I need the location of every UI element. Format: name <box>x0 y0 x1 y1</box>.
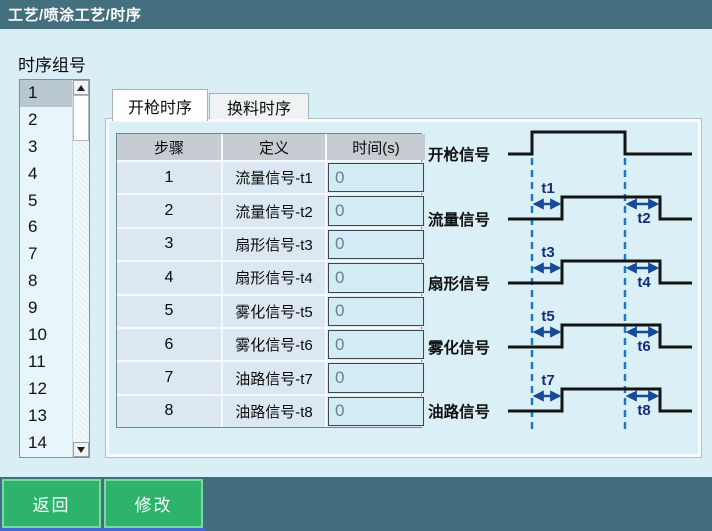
definition-cell: 扇形信号-t3 <box>223 228 325 261</box>
column-header-definition: 定义 <box>223 134 325 160</box>
column-header-step: 步骤 <box>117 134 221 160</box>
time-input-t4[interactable] <box>328 263 424 293</box>
listbox-scrollbar[interactable] <box>72 80 89 457</box>
time-cell <box>327 295 425 327</box>
step-cell: 6 <box>117 328 221 361</box>
modify-button[interactable]: 修改 <box>104 479 203 528</box>
back-button[interactable]: 返回 <box>2 479 101 528</box>
timing-group-listbox: 1 2 3 4 5 6 7 8 9 10 11 12 13 14 <box>19 79 90 458</box>
list-item[interactable]: 3 <box>28 136 38 156</box>
bottom-bar: 返回 修改 <box>0 477 712 531</box>
definition-cell: 油路信号-t8 <box>223 395 325 428</box>
list-item[interactable]: 14 <box>28 432 47 452</box>
signal-label-atomization: 雾化信号 <box>427 338 490 357</box>
signal-waveform <box>508 195 692 221</box>
tab-gun-timing[interactable]: 开枪时序 <box>112 89 208 121</box>
list-item[interactable]: 1 <box>20 80 72 107</box>
list-item[interactable]: 2 <box>28 109 38 129</box>
step-cell: 7 <box>117 362 221 394</box>
list-item[interactable]: 12 <box>28 378 47 398</box>
list-item[interactable]: 10 <box>28 325 47 345</box>
timing-diagram: 开枪信号 流量信号 扇形信号 雾化信号 油路信号 t1 t2 t3 t4 t5 … <box>427 130 692 431</box>
definition-cell: 流量信号-t1 <box>223 162 325 194</box>
definition-cell: 流量信号-t2 <box>223 195 325 227</box>
t7-label: t7 <box>541 372 554 389</box>
list-item[interactable]: 7 <box>28 244 38 264</box>
signal-label-fan: 扇形信号 <box>428 274 490 293</box>
t3-label: t3 <box>541 244 554 261</box>
scrollbar-thumb[interactable] <box>73 95 89 141</box>
gun-signal-waveform <box>508 130 692 156</box>
step-cell: 8 <box>117 395 221 428</box>
signal-waveform <box>508 259 692 285</box>
time-input-t2[interactable] <box>328 196 424 226</box>
definition-cell: 雾化信号-t5 <box>223 295 325 327</box>
signal-label-oil: 油路信号 <box>428 402 490 421</box>
time-cell <box>327 262 425 294</box>
list-item[interactable]: 11 <box>28 351 46 371</box>
definition-cell: 扇形信号-t4 <box>223 262 325 294</box>
step-cell: 3 <box>117 228 221 261</box>
breadcrumb: 工艺/喷涂工艺/时序 <box>8 7 142 24</box>
time-input-t1[interactable] <box>328 163 424 193</box>
t4-label: t4 <box>637 274 651 291</box>
time-input-t7[interactable] <box>328 363 424 393</box>
time-cell <box>327 328 425 361</box>
definition-cell: 雾化信号-t6 <box>223 328 325 361</box>
signal-waveform <box>508 387 692 413</box>
t8-label: t8 <box>637 402 650 419</box>
timing-group-list: 1 2 3 4 5 6 7 8 9 10 11 12 13 14 <box>20 80 72 457</box>
column-header-time: 时间(s) <box>327 134 425 160</box>
step-cell: 1 <box>117 162 221 194</box>
triangle-down-icon <box>77 446 85 453</box>
triangle-up-icon <box>77 84 85 91</box>
step-cell: 5 <box>117 295 221 327</box>
t6-label: t6 <box>637 338 650 355</box>
list-item[interactable]: 9 <box>28 298 38 318</box>
list-item[interactable]: 13 <box>28 405 47 425</box>
waveform-layer <box>508 130 692 431</box>
t5-label: t5 <box>541 308 554 325</box>
time-input-t3[interactable] <box>328 229 424 260</box>
scroll-down-button[interactable] <box>73 442 89 457</box>
tab-material-change-timing[interactable]: 换料时序 <box>209 93 309 119</box>
definition-cell: 油路信号-t7 <box>223 362 325 394</box>
list-item[interactable]: 6 <box>28 217 38 237</box>
timing-table: 步骤 定义 时间(s) 1 流量信号-t1 2 流量信号-t2 3 扇形信号-t… <box>116 133 425 429</box>
list-item[interactable]: 4 <box>28 163 38 183</box>
time-cell <box>327 228 425 261</box>
signal-label-flow: 流量信号 <box>428 210 490 229</box>
time-input-t8[interactable] <box>328 396 424 427</box>
t2-label: t2 <box>637 210 650 227</box>
scroll-up-button[interactable] <box>73 80 89 95</box>
time-cell <box>327 362 425 394</box>
t1-label: t1 <box>541 180 554 197</box>
timing-group-label: 时序组号 <box>18 56 86 75</box>
time-cell <box>327 162 425 194</box>
step-cell: 4 <box>117 262 221 294</box>
list-item[interactable]: 5 <box>28 190 38 210</box>
time-input-t5[interactable] <box>328 296 424 326</box>
time-cell <box>327 195 425 227</box>
signal-waveform <box>508 323 692 349</box>
focus-underline <box>0 528 205 531</box>
step-cell: 2 <box>117 195 221 227</box>
time-cell <box>327 395 425 428</box>
signal-label-gun: 开枪信号 <box>428 145 490 164</box>
title-bar: 工艺/喷涂工艺/时序 <box>0 0 712 29</box>
list-item[interactable]: 8 <box>28 271 38 291</box>
time-input-t6[interactable] <box>328 329 424 360</box>
